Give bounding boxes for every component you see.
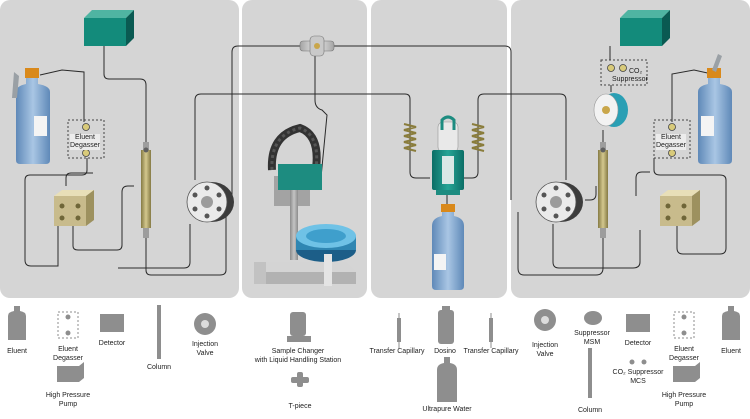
high-pressure-pump-left: [54, 190, 94, 226]
legend-column-left: Column: [146, 364, 172, 371]
tube-transfer-right-to-dosino: [462, 156, 479, 179]
eluent-left-icon: [8, 306, 26, 340]
legend-dosino: Dosino: [434, 348, 456, 355]
high-pressure-pump-right: [660, 190, 700, 226]
co2-suppressor-box-label: CO₂ Suppressor: [612, 68, 648, 83]
eluent-bottle-right: [698, 54, 732, 164]
eluent-degasser-box-left: [67, 119, 105, 159]
eluent-degasser-box-label-right: Eluent Degasser: [656, 134, 686, 150]
tube-valve-to-transfer-left: [194, 93, 411, 180]
legend-detector-right: Detector: [624, 340, 652, 347]
tube-transfer-to-valve-right: [477, 93, 567, 180]
transfer-capillary-left-icon: [397, 313, 401, 348]
panel-sample-changer: [242, 0, 367, 298]
eluent-degasser-box-right: [653, 119, 691, 159]
eluent-bottle-left: [12, 68, 50, 164]
co2-suppressor-box: [600, 59, 648, 86]
suppressor-msm-icon: [584, 311, 602, 325]
tube-pump-to-column-left: [65, 172, 93, 186]
suppressor-msm: [593, 93, 628, 127]
sample-changer: [254, 123, 356, 286]
injection-valve-right-icon: [534, 309, 556, 331]
tube-tpiece-to-right: [334, 45, 512, 200]
tube-valve-to-pump-right: [552, 224, 641, 269]
tube-tpiece-to-sample-needle: [314, 56, 328, 189]
tube-column-to-valve-right: [517, 212, 604, 276]
column-left: [141, 142, 151, 238]
eluent-degasser-box-label-left: Eluent Degasser: [70, 134, 100, 150]
injection-valve-left: [186, 181, 234, 223]
tube-eluent-to-degasser-right: [671, 69, 713, 122]
transfer-capillary-right-icon: [489, 313, 493, 348]
legend-icons: [8, 305, 740, 402]
legend-eluent-left: Eluent: [7, 348, 27, 355]
tube-eluent-to-degasser-left: [39, 69, 85, 122]
legend-t-piece: T-piece: [288, 403, 312, 410]
detector-left-icon: [100, 314, 124, 332]
legend-transfer-capillary-left: Transfer Capillary: [369, 348, 425, 355]
detector-left: [84, 10, 134, 46]
legend-detector-left: Detector: [98, 340, 126, 347]
eluent-degasser-right-icon: [673, 311, 695, 339]
tube-pump-outlet-left: [72, 185, 134, 251]
legend-ultrapure-water: Ultrapure Water: [422, 406, 472, 413]
legend-transfer-capillary-right: Transfer Capillary: [463, 348, 519, 355]
tube-degasser-to-pump-left: [24, 158, 88, 267]
tube-left-to-tpiece: [231, 45, 300, 200]
co2-suppressor-mcs-icon: [629, 359, 647, 365]
t-piece-top: [299, 35, 335, 57]
transfer-capillary-coil-left: [403, 118, 417, 156]
tube-detector-to-column-left: [103, 46, 147, 142]
tube-pump-to-column-right: [635, 171, 650, 196]
column-left-icon: [157, 305, 161, 359]
legend-eluent-right: Eluent: [721, 348, 741, 355]
legend-column-right: Column: [577, 407, 603, 414]
tube-valve-loop-left: [118, 224, 191, 269]
tube-valve-right-small: [585, 186, 597, 201]
dosino-icon: [438, 306, 454, 344]
tube-transfer-left-to-dosino: [409, 156, 430, 179]
high-pressure-pump-right-icon: [673, 362, 700, 382]
t-piece-icon: [291, 372, 309, 387]
transfer-capillary-coil-right: [471, 118, 485, 156]
tube-pump-to-degasser-right: [653, 158, 727, 255]
column-right: [598, 142, 608, 238]
eluent-right-icon: [722, 306, 740, 340]
ultrapure-water-bottle: [432, 204, 464, 290]
detector-right-icon: [626, 314, 650, 332]
eluent-degasser-left-icon: [57, 311, 79, 339]
column-right-icon: [588, 348, 592, 398]
injection-valve-right: [535, 181, 583, 223]
ultrapure-water-icon: [437, 357, 457, 402]
detector-right: [620, 10, 670, 46]
sample-changer-icon: [287, 312, 311, 342]
high-pressure-pump-left-icon: [57, 362, 84, 382]
dosino-unit: [432, 115, 464, 195]
injection-valve-left-icon: [194, 313, 216, 335]
